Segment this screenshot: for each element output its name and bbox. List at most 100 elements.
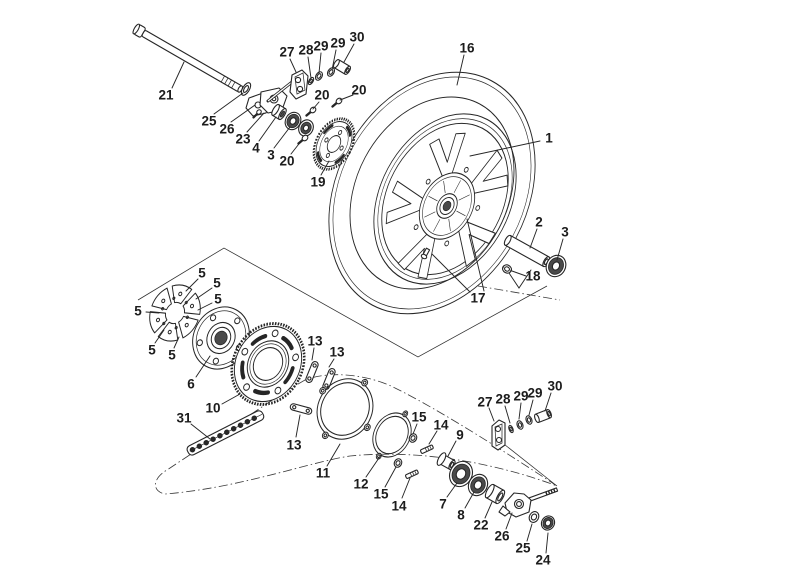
stud-14b: [404, 468, 420, 480]
leader-2-17: [529, 228, 538, 249]
callout-5: 5: [213, 276, 221, 291]
leader-8-41: [464, 491, 475, 509]
leader-24-45: [545, 532, 549, 554]
leader-5-21: [185, 278, 199, 292]
callout-12: 12: [353, 477, 368, 492]
callout-19: 19: [310, 175, 325, 190]
wheel-face: [383, 130, 511, 282]
callout-5: 5: [168, 348, 176, 363]
axle-washer: [240, 82, 252, 96]
leader-27-46: [488, 407, 495, 422]
leader-18-19: [511, 270, 527, 277]
leader-5-25: [154, 329, 165, 344]
sensor-rotor: [312, 117, 356, 171]
callout-8: 8: [457, 508, 465, 523]
leader-15-35: [412, 423, 418, 435]
leader-6-27: [195, 355, 211, 378]
callout-29: 29: [513, 389, 528, 404]
wheel-bearing-right: [545, 254, 567, 278]
leader-4-4: [258, 116, 277, 142]
callout-5: 5: [134, 304, 142, 319]
nut-15b: [392, 456, 404, 470]
leader-29-13: [331, 49, 337, 71]
callout-7: 7: [439, 497, 447, 512]
leader-14-36: [428, 430, 438, 445]
leader-13-32: [295, 414, 301, 438]
leader-5-22: [195, 287, 213, 300]
callout-22: 22: [473, 518, 488, 533]
chain-adjuster-bottom: [498, 487, 559, 518]
callout-26: 26: [219, 122, 235, 137]
callout-14: 14: [433, 418, 449, 433]
callout-15: 15: [411, 410, 427, 425]
leader-9-37: [447, 440, 457, 457]
axle-spacer-tube: [503, 234, 551, 268]
callout-21: 21: [158, 88, 174, 103]
callout-3: 3: [561, 225, 569, 240]
leader-26-2: [230, 104, 256, 123]
leader-31-29: [190, 423, 211, 440]
leader-3-5: [273, 126, 291, 149]
callout-13: 13: [329, 345, 345, 360]
callout-13: 13: [286, 438, 302, 453]
callout-24: 24: [535, 553, 551, 568]
callout-31: 31: [176, 411, 192, 426]
callout-18: 18: [525, 269, 541, 284]
callout-5: 5: [148, 343, 156, 358]
leader-12-34: [365, 454, 382, 478]
adjuster-washer-top: [307, 76, 315, 86]
leader-22-42: [484, 501, 493, 519]
adjuster-plate-top: [289, 69, 309, 100]
callout-29: 29: [313, 39, 328, 54]
adjuster-bushing-top: [332, 59, 352, 75]
callout-30: 30: [349, 30, 364, 45]
callout-3: 3: [267, 148, 275, 163]
leader-17-20: [431, 253, 471, 293]
leader-13-30: [311, 347, 315, 361]
axle-nut-24: [540, 515, 556, 531]
leader-26-43: [505, 512, 513, 530]
drive-chain: [186, 410, 265, 456]
callout-14: 14: [391, 499, 407, 514]
leader-15-38: [384, 466, 397, 488]
leader-21-0: [171, 61, 185, 89]
callout-13: 13: [307, 334, 323, 349]
link-13c: [288, 402, 314, 416]
callout-4: 4: [252, 141, 260, 156]
callout-20: 20: [351, 83, 366, 98]
adjuster-washer-bottom: [508, 424, 514, 434]
spacer-22: [484, 483, 506, 505]
leader-16-15: [456, 54, 465, 86]
callout-2: 2: [535, 215, 543, 230]
callout-20: 20: [279, 154, 294, 169]
oil-seal-8: [467, 473, 489, 497]
leader-30-50: [544, 392, 552, 412]
valve-nut: [501, 264, 513, 274]
leader-5-26: [173, 336, 180, 349]
leader-1-16: [469, 140, 541, 157]
leader-27-10: [289, 58, 297, 73]
adjuster-nut-top-1: [314, 71, 324, 81]
callout-11: 11: [316, 466, 331, 481]
leader-5-24: [145, 311, 160, 314]
retainer-ring: [316, 378, 374, 440]
callout-1: 1: [545, 131, 553, 146]
adjuster-bushing-bottom: [534, 408, 552, 424]
callout-27: 27: [279, 45, 294, 60]
callout-16: 16: [459, 41, 475, 56]
stud-14a: [419, 443, 435, 455]
leader-3-18: [556, 238, 564, 261]
leader-20-7: [339, 94, 354, 101]
leader-7-40: [446, 482, 458, 498]
chain-puller-bracket: [245, 80, 294, 119]
callout-28: 28: [298, 43, 314, 58]
rotor-bolt-1: [305, 104, 319, 117]
adjuster-nut-bottom-2: [525, 415, 533, 425]
misc-axis-line: [477, 285, 561, 301]
leader-25-1: [213, 92, 244, 115]
callout-17: 17: [470, 291, 485, 306]
callout-25: 25: [515, 541, 531, 556]
rear-sprocket: [230, 322, 306, 406]
